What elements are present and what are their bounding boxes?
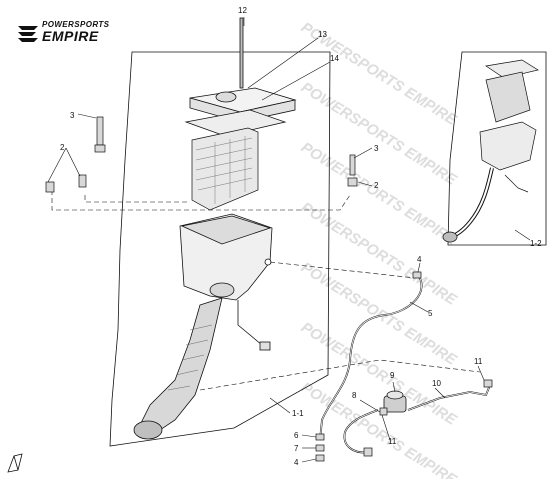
callout-5: 5 (428, 309, 433, 318)
dash-line-4 (199, 359, 481, 391)
callout-9: 9 (390, 371, 395, 380)
callout-11-lower: 11 (388, 437, 397, 446)
callout-8: 8 (352, 391, 357, 400)
callout-2-left: 2 (60, 143, 65, 152)
direction-arrow-icon (7, 453, 23, 473)
intake-duct (133, 282, 235, 440)
callout-7: 7 (294, 444, 299, 453)
air-filter (191, 127, 259, 211)
callout-1-2: 1-2 (530, 239, 542, 248)
breather-pipe (237, 300, 271, 351)
dash-line-1 (51, 190, 351, 211)
callout-6: 6 (294, 431, 299, 440)
hose-5-inner (319, 274, 422, 441)
assembly-frame-1-1 (109, 51, 331, 447)
valve-9 (383, 390, 407, 413)
inset-assembly (442, 59, 539, 243)
callout-2-right: 2 (374, 181, 379, 190)
logo-small-text: POWERSPORTS (42, 20, 110, 29)
hose-11 (343, 409, 379, 454)
callout-13: 13 (318, 30, 327, 39)
callout-4-upper: 4 (417, 255, 422, 264)
hose-10 (407, 384, 491, 411)
callout-3-right: 3 (374, 144, 379, 153)
assembly-frame-1-2 (447, 51, 547, 246)
airbox-cover (184, 17, 297, 137)
logo-mark-icon (18, 26, 38, 42)
airbox-lower (179, 213, 273, 301)
dash-line-3 (269, 261, 416, 279)
callout-3-left: 3 (70, 111, 75, 120)
callout-11-right: 11 (474, 357, 483, 366)
brand-logo: POWERSPORTS EMPIRE (16, 20, 126, 46)
callout-10: 10 (432, 379, 441, 388)
fasteners (45, 116, 493, 462)
hose-5 (319, 274, 423, 441)
callout-14: 14 (330, 54, 339, 63)
callout-12: 12 (238, 6, 247, 15)
logo-main-text: EMPIRE (42, 28, 99, 44)
dash-line-2 (84, 195, 190, 203)
callout-1-1: 1-1 (292, 409, 304, 418)
callout-4-lower: 4 (294, 458, 299, 467)
